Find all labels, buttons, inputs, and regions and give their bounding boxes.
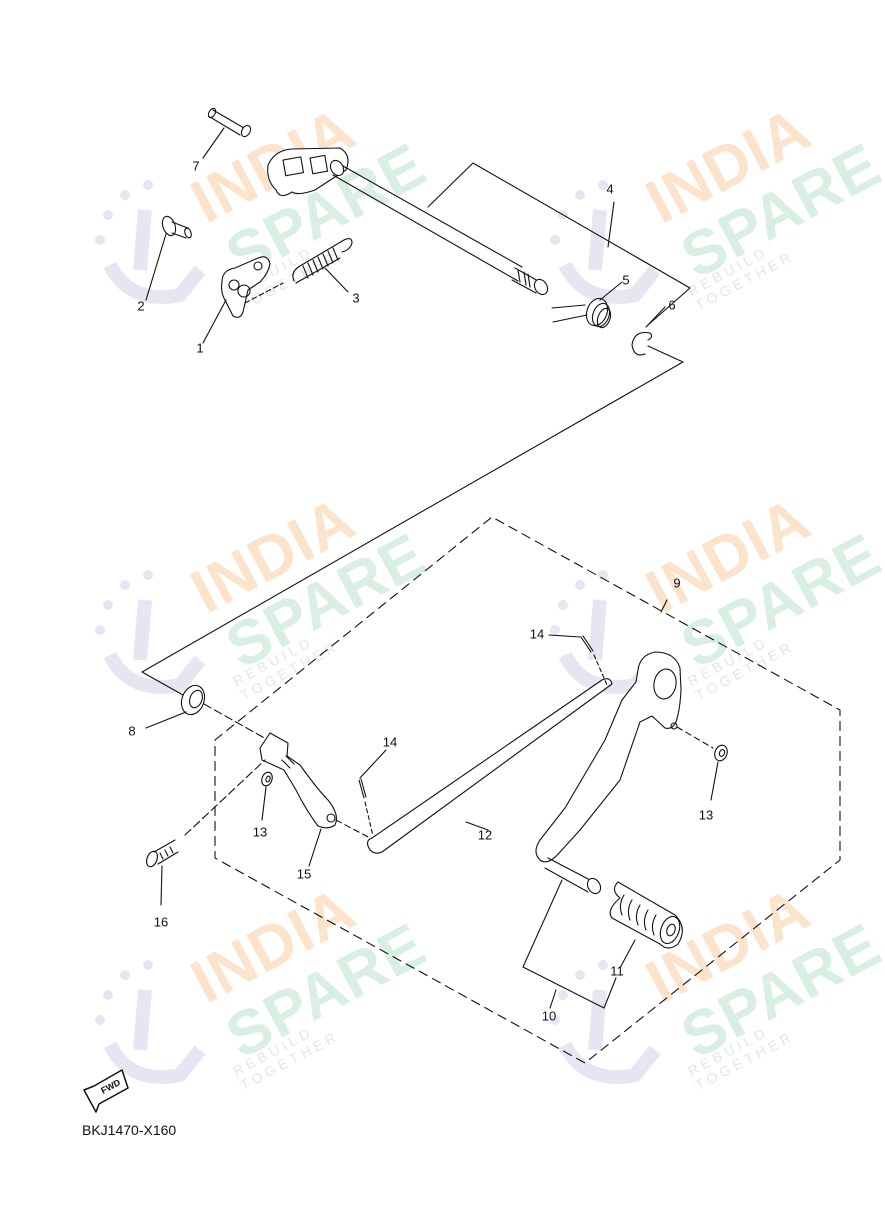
part-14-cotter-pin-left [358,749,387,837]
diagram-code: BKJ1470-X160 [82,1122,177,1138]
callout-3: 3 [352,290,360,306]
part-16-bolt [146,759,266,906]
callout-6: 6 [668,297,676,313]
callout-1: 1 [196,340,204,356]
callout-13-right: 13 [698,807,714,823]
part-13-washer-right [676,726,728,801]
part-9-assembly-boundary [214,516,841,1064]
callout-11: 11 [610,963,624,979]
callout-4: 4 [606,181,614,197]
callout-9: 9 [673,575,681,591]
callout-5: 5 [622,272,630,288]
part-3-spring [292,237,353,293]
part-13-washer-left [261,771,273,821]
callout-10: 10 [541,1008,557,1024]
part-11-pedal-rubber [609,881,683,969]
part-7-pin [202,107,252,159]
part-5-return-spring [551,281,623,329]
part-8-oil-seal [145,684,269,741]
part-1-stopper-lever [202,256,284,344]
part-6-circlip [141,306,684,696]
callout-13-left: 13 [252,824,268,840]
fwd-arrow-icon: FWD [83,1069,129,1113]
part-10-change-pedal [522,651,682,1009]
callout-16: 16 [153,914,169,930]
callout-8: 8 [128,723,136,739]
callout-2: 2 [137,298,145,314]
part-12-shift-rod [366,678,613,854]
part-14-cotter-pin-right [548,634,608,686]
callout-14-right: 14 [529,626,545,642]
callout-7: 7 [192,158,200,174]
callout-12: 12 [477,827,493,843]
part-2-bolt [145,215,192,301]
part-4-shift-shaft [267,147,691,326]
part-15-shift-arm [259,732,371,867]
callout-14-left: 14 [382,734,398,750]
callout-15: 15 [296,866,312,882]
